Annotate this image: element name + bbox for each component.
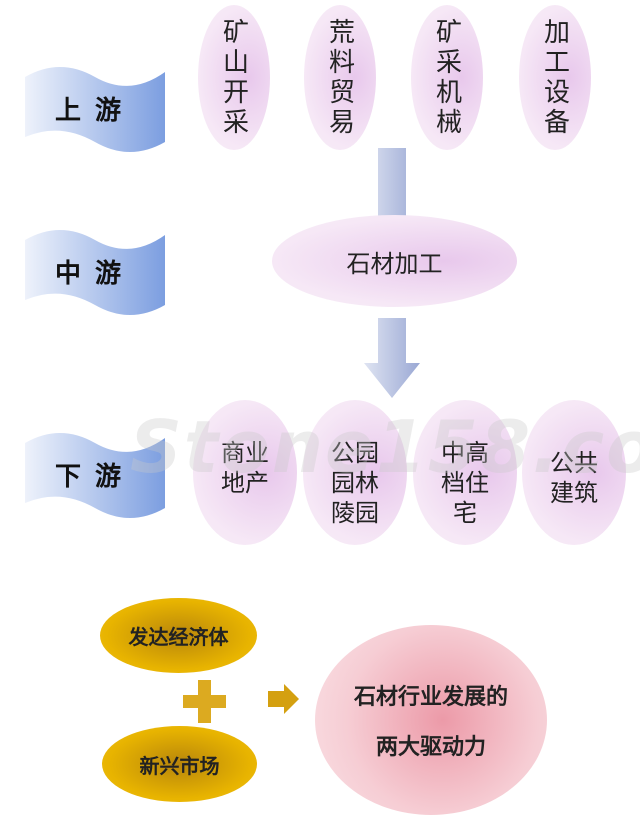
- downstream-item: 公共建筑: [522, 400, 626, 545]
- upstream-item: 矿山开采: [198, 5, 270, 150]
- downstream-item: 公园园林陵园: [303, 400, 407, 545]
- result-line2: 两大驱动力: [375, 735, 486, 760]
- result-line1: 石材行业发展的: [353, 685, 508, 710]
- upstream-item: 荒料贸易: [304, 5, 376, 150]
- upstream-item: 加工设备: [519, 5, 591, 150]
- banner-downstream: 下游: [25, 428, 165, 518]
- down-arrow-icon: [364, 318, 420, 398]
- upstream-item: 矿采机械: [411, 5, 483, 150]
- label-upstream: 上游: [55, 96, 136, 126]
- banner-midstream: 中游: [25, 225, 165, 315]
- banner-upstream: 上游: [25, 62, 165, 152]
- midstream-item: 石材加工: [272, 215, 517, 307]
- label-midstream: 中游: [55, 259, 136, 289]
- driver-emerging-markets: 新兴市场: [102, 726, 257, 802]
- driver-developed-economies: 发达经济体: [100, 598, 257, 673]
- downstream-item: 商业地产: [193, 400, 297, 545]
- plus-icon: [183, 680, 226, 723]
- downstream-item: 中高档住宅: [413, 400, 517, 545]
- driving-forces-circle: 石材行业发展的 两大驱动力: [315, 625, 547, 815]
- right-arrow-icon: [268, 684, 299, 714]
- label-downstream: 下游: [55, 462, 136, 492]
- watermark: Stone158.com: [130, 405, 640, 489]
